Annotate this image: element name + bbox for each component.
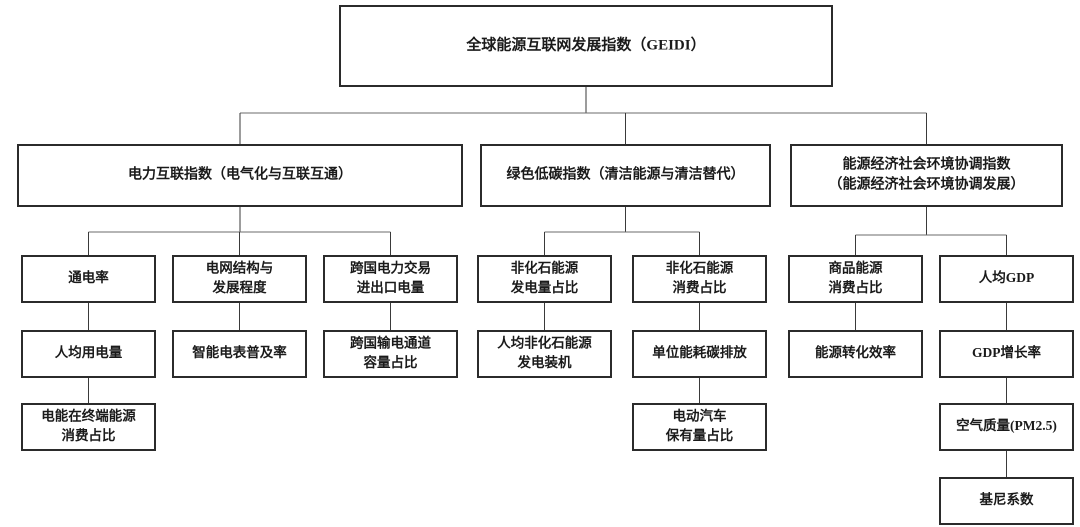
node-label: 基尼系数 [980, 491, 1034, 507]
node-box [632, 255, 767, 303]
node-root[interactable]: 全球能源互联网发展指数（GEIDI） [339, 5, 833, 87]
node-label: 电力互联指数（电气化与互联互通） [128, 166, 352, 183]
node-box [632, 403, 767, 451]
node-label: 保有量占比 [665, 427, 734, 443]
node-box [323, 330, 458, 378]
node-label: 电能在终端能源 [41, 407, 136, 423]
node-box [939, 330, 1074, 378]
node-label: 绿色低碳指数（清洁能源与清洁替代） [507, 166, 745, 183]
node-label: 通电率 [68, 269, 109, 285]
node-n-gini-coefficient[interactable]: 基尼系数 [939, 477, 1074, 525]
node-label: 空气质量(PM2.5) [956, 417, 1057, 433]
node-label: 全球能源互联网发展指数（GEIDI） [465, 35, 705, 53]
node-box [480, 144, 771, 207]
node-label: 能源经济社会环境协调指数 [843, 156, 1012, 173]
node-box [939, 403, 1074, 451]
node-box [172, 330, 307, 378]
node-label: 电动汽车 [673, 407, 727, 423]
node-box [790, 144, 1063, 207]
node-label: 能源转化效率 [815, 344, 896, 360]
node-n-carbon-emission-per-energy[interactable]: 单位能耗碳排放 [632, 330, 767, 378]
node-label: 单位能耗碳排放 [652, 344, 747, 360]
node-label: 进出口电量 [357, 279, 425, 295]
node-box [477, 330, 612, 378]
node-label: 人均非化石能源 [497, 334, 592, 350]
node-box [788, 330, 923, 378]
node-label: 消费占比 [62, 427, 116, 443]
node-label: 电网结构与 [206, 259, 274, 275]
node-n-per-capita-electricity[interactable]: 人均用电量 [21, 330, 156, 378]
node-box [21, 330, 156, 378]
node-l2-power-interconnection[interactable]: 电力互联指数（电气化与互联互通） [17, 144, 463, 207]
node-n-smart-meter-penetration[interactable]: 智能电表普及率 [172, 330, 307, 378]
node-box [632, 330, 767, 378]
node-label: 人均GDP [979, 269, 1035, 285]
node-label: GDP增长率 [972, 344, 1041, 360]
node-box [323, 255, 458, 303]
node-n-gdp-per-capita[interactable]: 人均GDP [939, 255, 1074, 303]
node-label: 发展程度 [212, 279, 267, 295]
node-label: 发电装机 [517, 354, 572, 370]
node-label: 发电量占比 [510, 279, 579, 295]
node-label: 智能电表普及率 [192, 344, 287, 360]
node-n-energy-conversion-efficiency[interactable]: 能源转化效率 [788, 330, 923, 378]
node-box [17, 144, 463, 207]
node-label: （能源经济社会环境协调发展） [829, 176, 1025, 193]
node-label: 容量占比 [363, 354, 418, 370]
node-label: 跨国输电通道 [350, 334, 431, 350]
node-label: 商品能源 [829, 259, 883, 275]
node-box [788, 255, 923, 303]
node-box [477, 255, 612, 303]
node-layer: 全球能源互联网发展指数（GEIDI） 电力互联指数（电气化与互联互通） 绿色低碳指数… [17, 5, 1074, 525]
connector-layer [87, 86, 1008, 478]
node-box [939, 477, 1074, 525]
node-box [172, 255, 307, 303]
node-label: 非化石能源 [511, 259, 579, 275]
node-box [939, 255, 1074, 303]
node-n-air-quality-pm25[interactable]: 空气质量(PM2.5) [939, 403, 1074, 451]
node-n-electrification-rate[interactable]: 通电率 [21, 255, 156, 303]
node-l2-energy-econ-social-env[interactable]: 能源经济社会环境协调指数 （能源经济社会环境协调发展） [790, 144, 1063, 207]
node-l2-green-low-carbon[interactable]: 绿色低碳指数（清洁能源与清洁替代） [480, 144, 771, 207]
node-label: 消费占比 [673, 279, 727, 295]
node-box [21, 255, 156, 303]
node-box [339, 5, 833, 87]
node-n-gdp-growth-rate[interactable]: GDP增长率 [939, 330, 1074, 378]
node-label: 人均用电量 [55, 344, 123, 360]
node-label: 跨国电力交易 [350, 259, 431, 275]
node-label: 消费占比 [829, 279, 883, 295]
node-box [21, 403, 156, 451]
node-label: 非化石能源 [666, 259, 734, 275]
